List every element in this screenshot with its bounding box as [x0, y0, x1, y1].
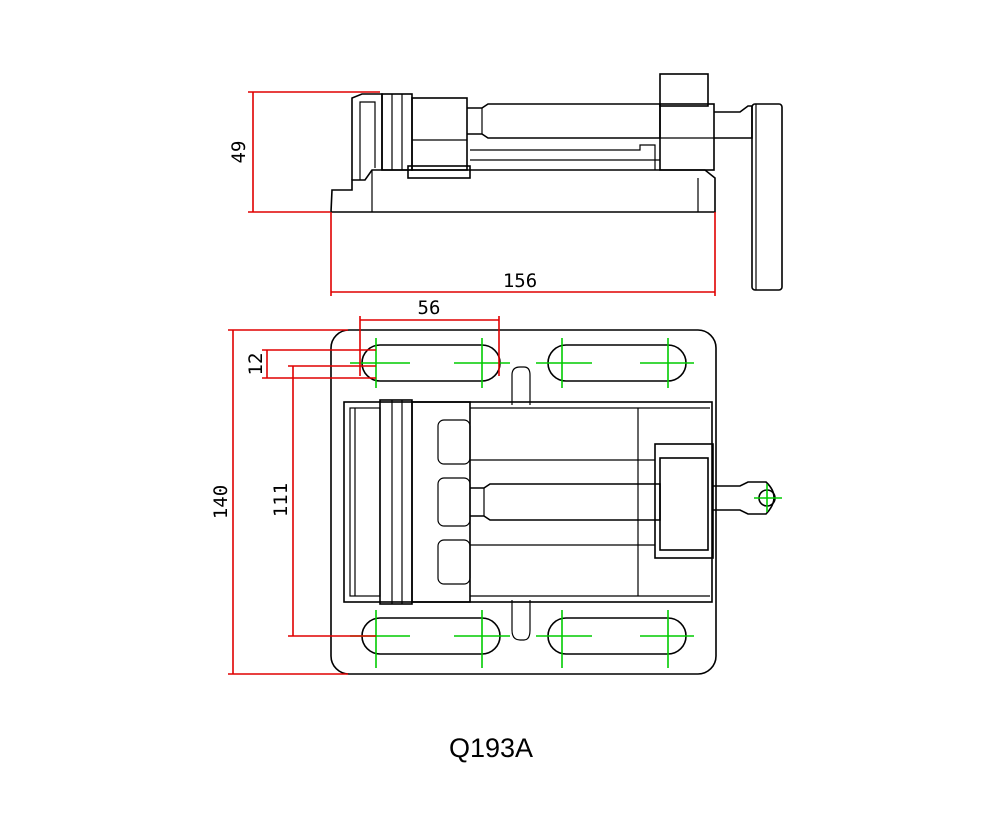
side-view: [330, 73, 783, 291]
top-view: [330, 329, 776, 675]
height-dimension-label: 49: [228, 141, 250, 164]
inner-width-dimension-label: 111: [270, 483, 292, 517]
overall-width-dimension-label: 140: [210, 485, 232, 519]
dimension-lines: [228, 91, 716, 675]
slot-width-dimension-label: 12: [245, 353, 267, 376]
slot-spacing-dimension-label: 56: [418, 297, 441, 319]
model-caption: Q193A: [448, 733, 534, 763]
length-dimension-label: 156: [503, 270, 537, 292]
